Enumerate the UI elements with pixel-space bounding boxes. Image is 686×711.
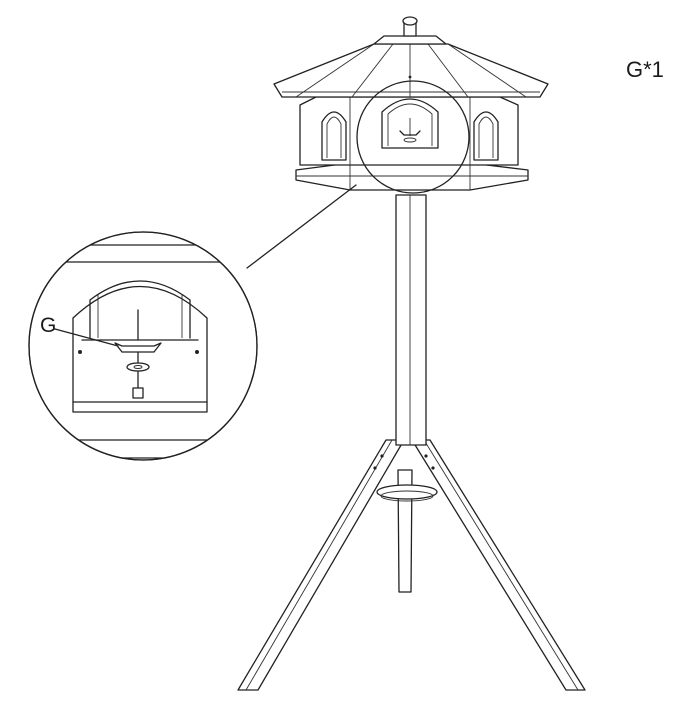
highlight-circle	[356, 80, 470, 194]
roof-cap	[373, 16, 447, 45]
feeder-base-tray	[295, 162, 529, 191]
zoom-detail	[28, 231, 258, 461]
leg-bolts	[373, 454, 435, 470]
part-quantity-label: G*1	[626, 57, 664, 82]
feeder-roof	[273, 43, 549, 98]
post	[395, 194, 427, 446]
tripod-leg-left	[237, 439, 405, 691]
tripod-leg-right	[411, 439, 586, 691]
zoom-leader-line	[246, 184, 357, 269]
part-callout-label: G	[40, 314, 57, 337]
feeder-walls	[299, 96, 519, 166]
leg-brace	[376, 484, 438, 502]
